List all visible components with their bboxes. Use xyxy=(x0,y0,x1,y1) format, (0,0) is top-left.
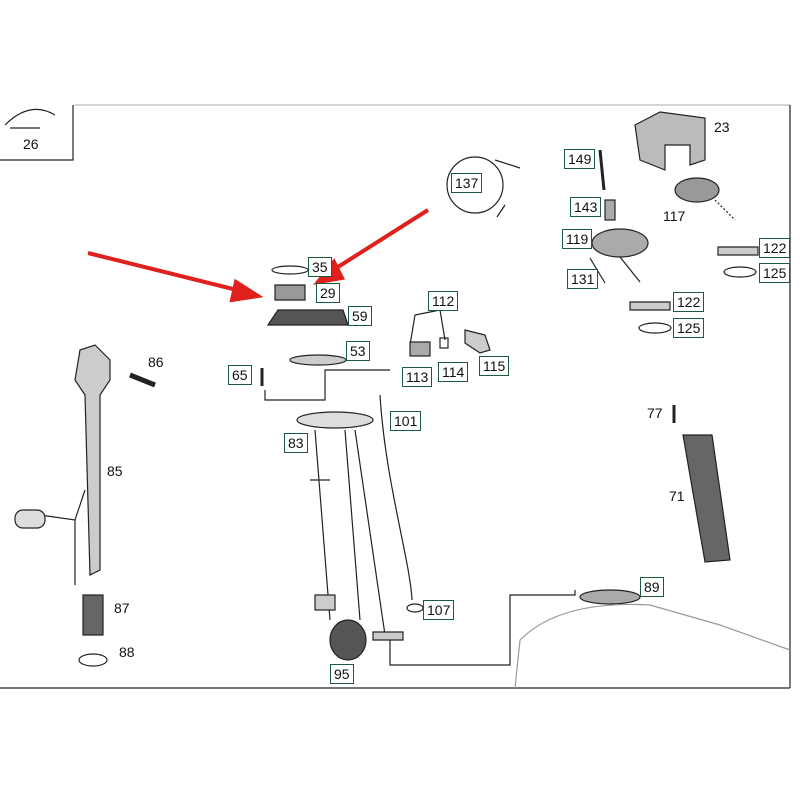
label-89: 89 xyxy=(640,577,664,597)
red-arrow-left-head xyxy=(229,278,264,303)
label-107: 107 xyxy=(423,600,455,620)
part-85 xyxy=(74,344,111,576)
part-125-a xyxy=(723,266,757,278)
label-87: 87 xyxy=(114,600,130,616)
part-23 xyxy=(634,111,706,171)
label-117: 117 xyxy=(663,208,686,224)
part-117 xyxy=(674,177,720,203)
red-arrow-left xyxy=(87,251,246,294)
part-71 xyxy=(682,434,731,563)
label-125-a: 125 xyxy=(759,263,791,283)
part-149 xyxy=(598,149,606,191)
part-83 xyxy=(296,411,374,429)
label-125-b: 125 xyxy=(673,318,705,338)
label-113: 113 xyxy=(402,367,433,387)
part-143 xyxy=(604,199,616,221)
inset-box-26 xyxy=(0,105,74,161)
part-113 xyxy=(409,341,431,357)
label-86: 86 xyxy=(148,354,164,370)
label-119: 119 xyxy=(562,229,593,249)
label-137: 137 xyxy=(451,173,483,193)
part-26 xyxy=(4,108,56,129)
label-29: 29 xyxy=(316,283,340,303)
label-122-a: 122 xyxy=(759,238,791,258)
part-87 xyxy=(82,594,104,636)
part-95 xyxy=(329,619,367,661)
part-53 xyxy=(289,354,347,366)
part-89 xyxy=(579,589,641,605)
part-115 xyxy=(464,329,491,354)
label-71: 71 xyxy=(669,488,685,504)
part-35 xyxy=(271,265,309,275)
part-101 xyxy=(379,394,413,601)
label-143: 143 xyxy=(570,197,602,217)
part-114 xyxy=(439,337,449,349)
label-26: 26 xyxy=(23,136,39,152)
part-112-leader xyxy=(409,309,446,346)
label-23: 23 xyxy=(714,119,730,135)
label-101: 101 xyxy=(390,411,422,431)
label-35: 35 xyxy=(308,257,332,277)
part-137-keys xyxy=(494,159,521,218)
label-95: 95 xyxy=(330,664,354,684)
label-65: 65 xyxy=(228,365,252,385)
part-59 xyxy=(266,309,349,326)
label-85: 85 xyxy=(107,463,123,479)
red-arrow-right xyxy=(328,208,430,274)
label-149: 149 xyxy=(564,149,596,169)
label-112: 112 xyxy=(428,291,459,311)
label-131: 131 xyxy=(567,269,599,289)
part-122-b xyxy=(629,301,671,311)
label-53: 53 xyxy=(346,341,370,361)
highlight-arrows xyxy=(87,208,430,303)
fuel-tank xyxy=(514,603,791,689)
label-59: 59 xyxy=(348,306,372,326)
part-88 xyxy=(78,653,108,667)
part-125-b xyxy=(638,322,672,334)
part-29 xyxy=(274,284,306,301)
label-88: 88 xyxy=(119,644,135,660)
label-77: 77 xyxy=(647,405,663,421)
part-107 xyxy=(406,603,424,613)
label-83: 83 xyxy=(284,433,308,453)
label-114: 114 xyxy=(438,362,469,382)
label-122-b: 122 xyxy=(673,292,705,312)
part-119 xyxy=(591,228,649,258)
part-86 xyxy=(129,372,156,388)
part-137-group xyxy=(446,156,504,214)
part-122-a xyxy=(717,246,759,256)
label-115: 115 xyxy=(479,356,510,376)
